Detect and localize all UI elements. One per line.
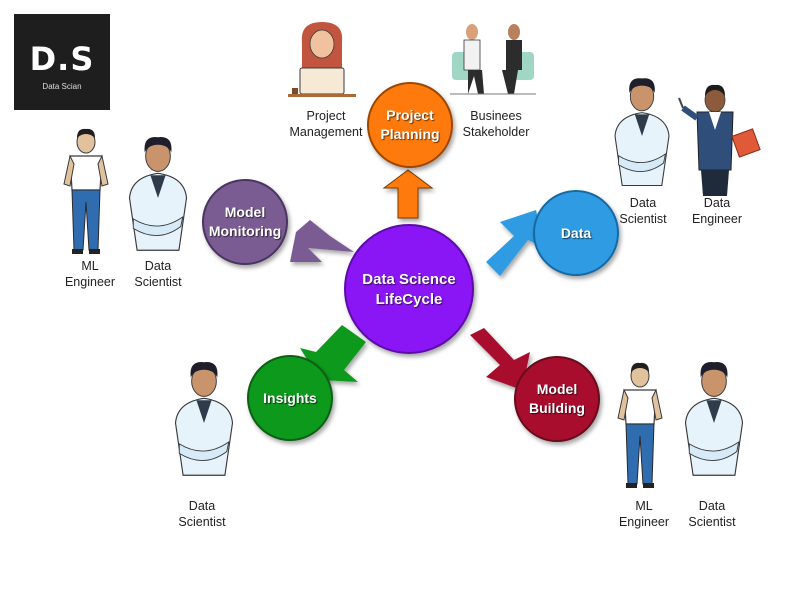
meeting-icon <box>450 24 536 95</box>
scientist-icon-1 <box>614 77 670 187</box>
insights-label: Insights <box>263 390 317 406</box>
node-data: Data <box>533 190 619 276</box>
role-business-stakeholder: Businees Stakeholder <box>462 109 530 139</box>
arrow-to-data <box>486 210 545 276</box>
data-label: Data <box>561 225 592 241</box>
arrow-to-monitoring <box>290 220 354 262</box>
role-ml-engineer-left: ML Engineer <box>64 259 116 289</box>
building-label-line2: Building <box>529 400 585 416</box>
brand-logo: D.S Data Scian <box>14 14 110 110</box>
role-project-management: Project Management <box>289 109 363 139</box>
monitoring-label-line1: Model <box>225 204 265 220</box>
man-standing-icon-2 <box>617 362 663 489</box>
arrow-to-planning <box>382 169 434 219</box>
node-insights: Insights <box>247 355 333 441</box>
node-project-planning: Project Planning <box>367 82 453 168</box>
scientist-icon-3 <box>174 361 234 476</box>
center-node: Data Science LifeCycle <box>344 224 474 354</box>
planning-label-line1: Project <box>386 107 434 123</box>
scientist-icon-2 <box>128 136 188 251</box>
woman-laptop-icon <box>288 22 356 97</box>
role-data-scientist-left: Data Scientist <box>134 259 182 289</box>
node-model-building: Model Building <box>514 356 600 442</box>
logo-main-text: D.S <box>29 40 95 78</box>
center-label-line2: LifeCycle <box>376 291 443 308</box>
logo-sub-text: Data Scian <box>42 82 82 91</box>
arrow-to-building <box>470 328 530 390</box>
center-label-line1: Data Science <box>362 271 455 288</box>
monitoring-label-line2: Monitoring <box>209 223 281 239</box>
node-model-monitoring: Model Monitoring <box>202 179 288 265</box>
role-data-scientist-bottom-left: Data Scientist <box>178 499 226 529</box>
scientist-icon-4 <box>684 361 744 476</box>
role-data-scientist-top-right: Data Scientist <box>619 196 667 226</box>
role-ml-engineer-bottom-right: ML Engineer <box>618 499 670 529</box>
building-label-line1: Model <box>537 381 577 397</box>
engineer-presenting-icon <box>678 84 761 196</box>
role-data-scientist-bottom-right: Data Scientist <box>688 499 736 529</box>
role-data-engineer-top-right: Data Engineer <box>691 196 743 226</box>
planning-label-line2: Planning <box>380 126 439 142</box>
man-standing-icon-1 <box>63 128 109 255</box>
